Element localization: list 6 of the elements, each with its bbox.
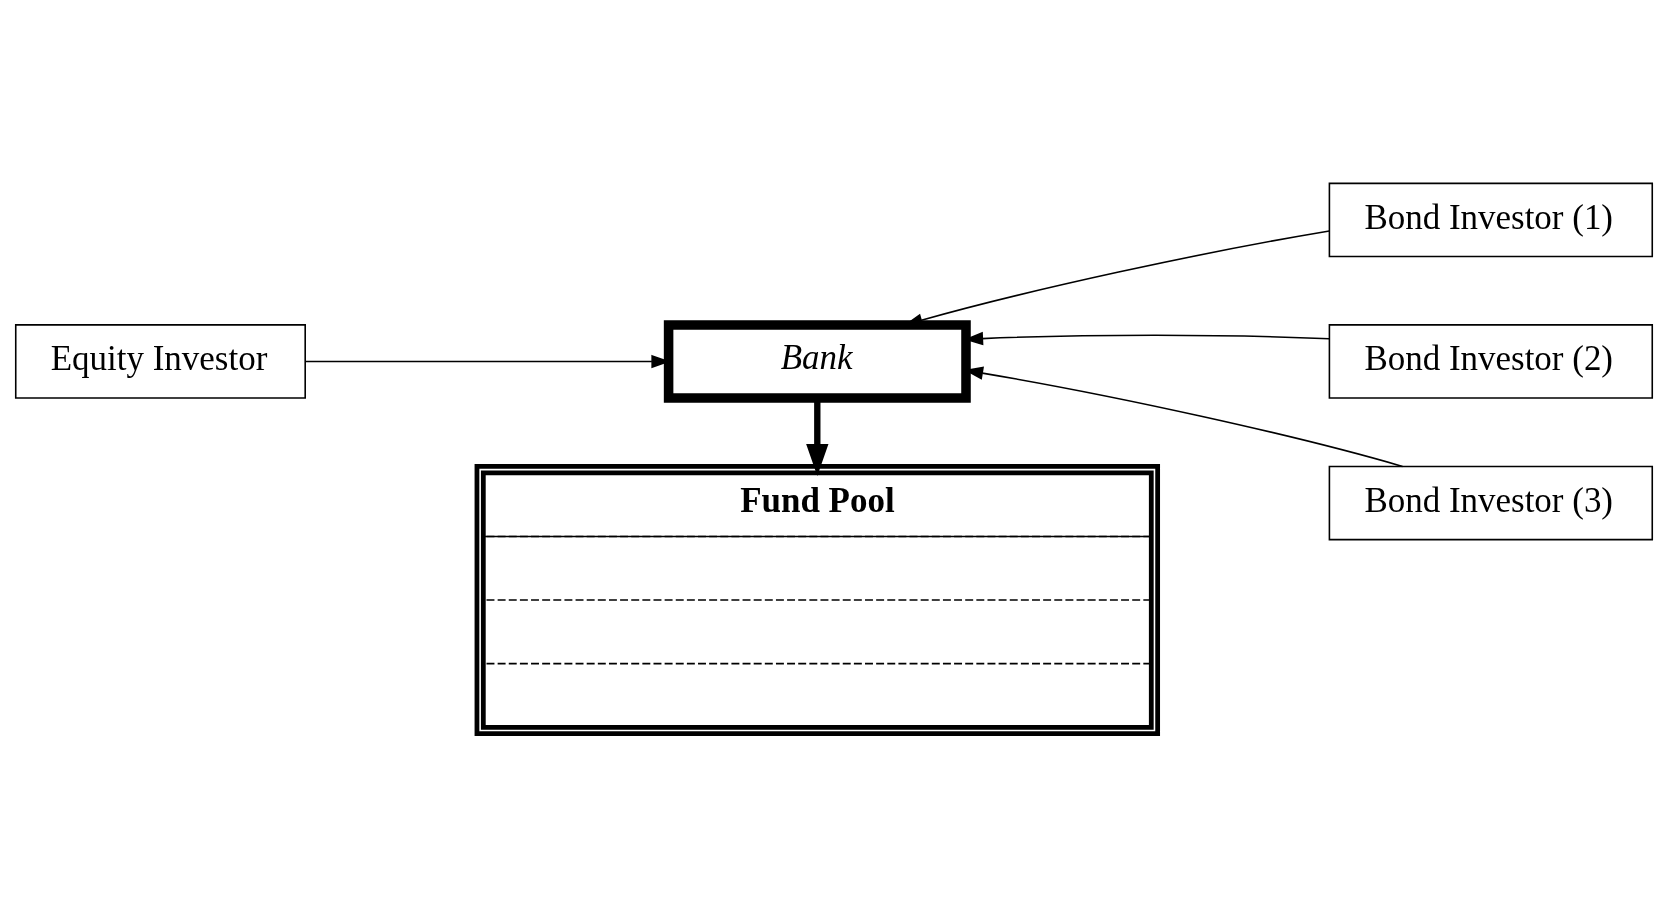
node-box: Bank (663, 320, 971, 403)
node-box: Bond Investor (1) (1328, 182, 1654, 258)
node-box: Fund Pool (474, 464, 1161, 737)
node-box: Bond Investor (2) (1328, 324, 1654, 399)
node-box: Equity Investor (14, 324, 306, 399)
node-box: Bond Investor (3) (1328, 465, 1654, 541)
